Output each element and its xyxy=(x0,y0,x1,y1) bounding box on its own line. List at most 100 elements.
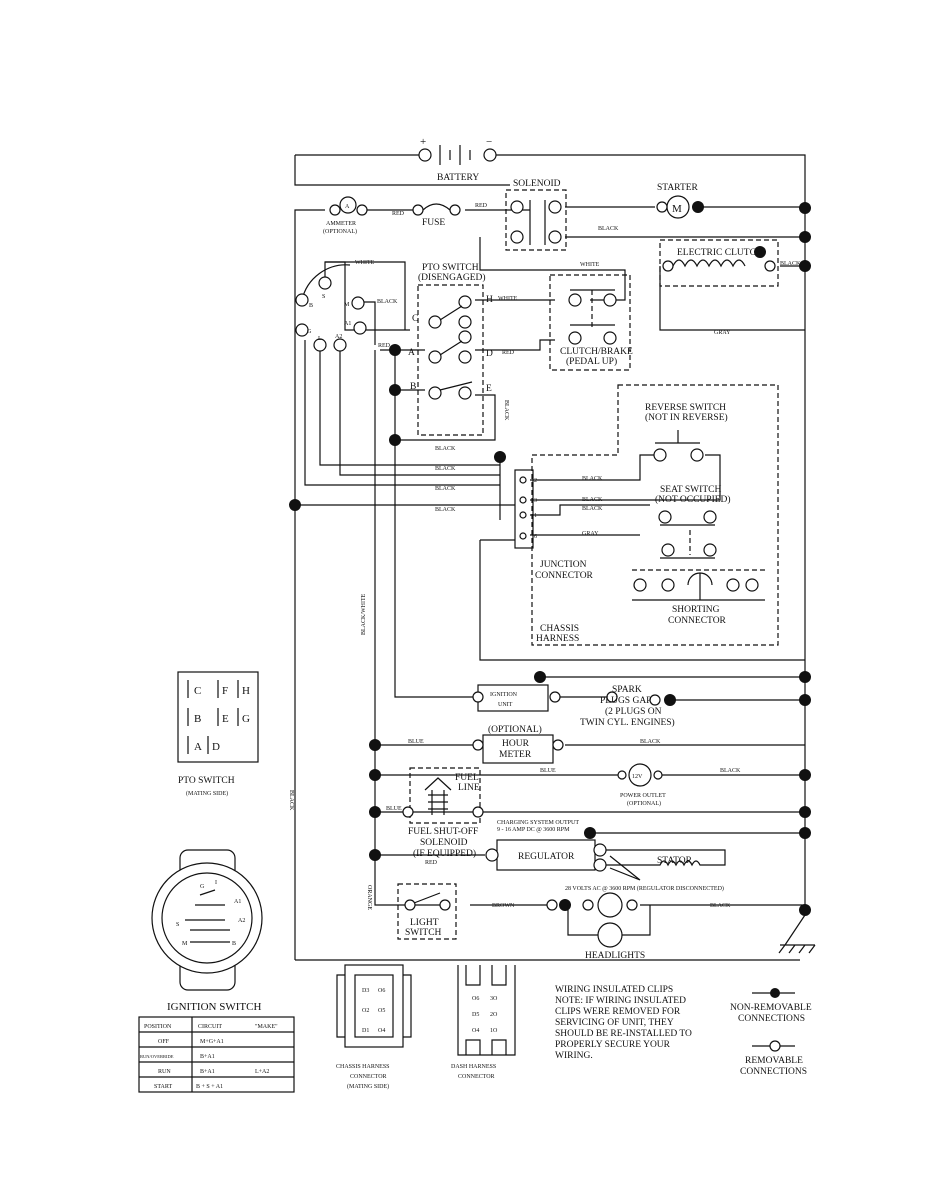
clutch-brake-label: CLUTCH/BRAKE xyxy=(560,347,633,357)
shorting-connector-label-2: CONNECTOR xyxy=(668,616,727,626)
dash-harness-connector: O6 3O D5 2O O4 1O DASH HARNESS CONNECTOR xyxy=(451,965,516,1080)
pto-terminal-a: A xyxy=(408,348,415,358)
table-cell: B+A1 xyxy=(200,1054,215,1060)
fuse-label: FUSE xyxy=(422,218,445,228)
table-cell: RUN xyxy=(158,1069,171,1075)
note-line: PROPERLY SECURE YOUR xyxy=(555,1040,671,1050)
wire-label-orange: ORANGE xyxy=(366,885,372,910)
wire-label-black: BLACK xyxy=(377,299,398,305)
legend-non-removable: NON-REMOVABLE xyxy=(730,1003,812,1013)
wire-label-black: BLACK xyxy=(598,226,619,232)
pto-pin-c: C xyxy=(194,685,201,697)
starter-motor-symbol: M xyxy=(672,203,682,215)
ammeter-symbol: A xyxy=(345,204,350,210)
main-wires xyxy=(294,154,806,961)
starter: M STARTER xyxy=(656,183,699,219)
pto-pin-g: G xyxy=(242,713,250,725)
fuse: FUSE RED RED BLACK xyxy=(392,203,619,232)
ign-pin-g: G xyxy=(200,884,205,890)
power-outlet: 12V POWER OUTLET (OPTIONAL) BLUE BLACK xyxy=(540,763,741,807)
legend: NON-REMOVABLE CONNECTIONS REMOVABLE CONN… xyxy=(730,988,812,1077)
ammeter-note: (OPTIONAL) xyxy=(323,228,357,235)
note-line: NOTE: IF WIRING INSULATED xyxy=(555,996,686,1006)
fuel-solenoid-note: (IF EQUIPPED) xyxy=(413,848,476,859)
pto-switch-mating-side: C F H B E G A D PTO SWITCH (MATING SIDE) xyxy=(177,671,259,797)
wire-label-black: BLACK xyxy=(582,506,603,512)
table-cell: RUN/OVERRIDE xyxy=(140,1054,174,1059)
ignition-switch: G I A1 S A2 M B IGNITION SWITCH xyxy=(151,849,263,1013)
hour-meter-optional: (OPTIONAL) xyxy=(488,724,542,735)
hour-meter-label: HOUR xyxy=(502,739,530,749)
junction-pin-1: 1 xyxy=(534,513,537,519)
wire-label-red: RED xyxy=(475,203,488,209)
stator-ac-note: 28 VOLTS AC @ 3600 RPM (REGULATOR DISCON… xyxy=(565,885,724,892)
chassis-connector-label-3: (MATING SIDE) xyxy=(347,1083,389,1090)
junction-pin-3: 3 xyxy=(534,498,537,504)
reverse-switch-label: REVERSE SWITCH xyxy=(645,403,726,413)
chassis-pin-d1: D1 xyxy=(362,1028,369,1034)
power-outlet-note: (OPTIONAL) xyxy=(627,800,661,807)
headlights: HEADLIGHTS xyxy=(546,892,651,961)
wire-label-white: WHITE xyxy=(355,260,375,266)
ignition-switch-table: POSITION CIRCUIT "MAKE" OFF M+G+A1 RUN/O… xyxy=(138,1016,295,1093)
spark-plugs-gap: PLUGS GAP xyxy=(600,696,651,706)
pto-pin-h: H xyxy=(242,685,250,697)
shorting-connector-label: SHORTING xyxy=(672,605,720,615)
dash-pin-d5: D5 xyxy=(472,1012,479,1018)
ignition-terminal-block: S B M G A1 L A2 WHITE BLACK RED xyxy=(295,260,406,352)
dash-pin-1: 1O xyxy=(490,1028,498,1034)
chassis-harness-label-2: HARNESS xyxy=(536,634,579,644)
charging-output-label: CHARGING SYSTEM OUTPUT xyxy=(497,820,579,826)
ground-symbol xyxy=(778,914,816,954)
spark-plugs-note-2: TWIN CYL. ENGINES) xyxy=(580,717,675,728)
ign-pin-a1: A1 xyxy=(234,899,241,905)
table-header-make: "MAKE" xyxy=(255,1024,278,1030)
ammeter-label: AMMETER xyxy=(326,221,356,227)
spark-plugs-label: SPARK xyxy=(612,685,642,695)
pto-pin-a: A xyxy=(194,741,202,753)
table-cell: L+A2 xyxy=(255,1069,269,1075)
pto-terminal-d: D xyxy=(486,349,493,359)
chassis-connector-label-2: CONNECTOR xyxy=(350,1074,387,1080)
charging-output-spec: 9 - 16 AMP DC @ 3600 RPM xyxy=(497,827,570,833)
pto-pin-b: B xyxy=(194,713,201,725)
ignition-switch-title: IGNITION SWITCH xyxy=(167,1001,261,1013)
legend-non-removable-2: CONNECTIONS xyxy=(738,1014,805,1024)
junction-pin-6: 6 xyxy=(534,534,537,540)
solenoid: SOLENOID xyxy=(505,179,567,251)
terminal-b: B xyxy=(309,303,313,309)
pto-terminal-b: B xyxy=(410,382,416,392)
fuel-solenoid-label-2: SOLENOID xyxy=(420,838,468,848)
seat-switch-label: SEAT SWITCH xyxy=(660,485,721,495)
wire-label-blue: BLUE xyxy=(540,768,556,774)
spark-plugs-note: (2 PLUGS ON xyxy=(605,706,662,717)
fuel-line-label-2: LINE xyxy=(458,783,480,793)
power-outlet-label: POWER OUTLET xyxy=(620,793,666,799)
battery-minus: − xyxy=(486,136,492,148)
table-cell: B+A1 xyxy=(200,1069,215,1075)
dash-pin-4: O4 xyxy=(472,1028,479,1034)
starter-label: STARTER xyxy=(657,183,699,193)
clutch-brake-switch: WHITE CLUTCH/BRAKE (PEDAL UP) GRAY xyxy=(549,262,731,371)
dash-connector-label: DASH HARNESS xyxy=(451,1064,496,1070)
chassis-connector-label: CHASSIS HARNESS xyxy=(336,1064,390,1070)
wire-label-black: BLACK xyxy=(640,739,661,745)
headlights-label: HEADLIGHTS xyxy=(585,951,645,961)
solenoid-label: SOLENOID xyxy=(513,179,561,189)
non-removable-junctions xyxy=(289,201,811,916)
wire-label-black: BLACK xyxy=(780,261,801,267)
legend-removable: REMOVABLE xyxy=(745,1056,803,1066)
dash-pin-2: 2O xyxy=(490,1012,498,1018)
chassis-pin-5: O5 xyxy=(378,1008,385,1014)
pto-pin-f: F xyxy=(222,685,228,697)
chassis-pin-2: O2 xyxy=(362,1008,369,1014)
dash-pin-6: O6 xyxy=(472,996,479,1002)
terminal-g: G xyxy=(307,329,312,335)
wiring-note: WIRING INSULATED CLIPS NOTE: IF WIRING I… xyxy=(555,985,692,1061)
ign-pin-i: I xyxy=(215,880,217,886)
terminal-a2: A2 xyxy=(335,334,342,340)
junction-connector-label: JUNCTION xyxy=(540,560,587,570)
battery-label: BATTERY xyxy=(437,173,479,183)
wire-label-black: BLACK xyxy=(503,400,509,421)
